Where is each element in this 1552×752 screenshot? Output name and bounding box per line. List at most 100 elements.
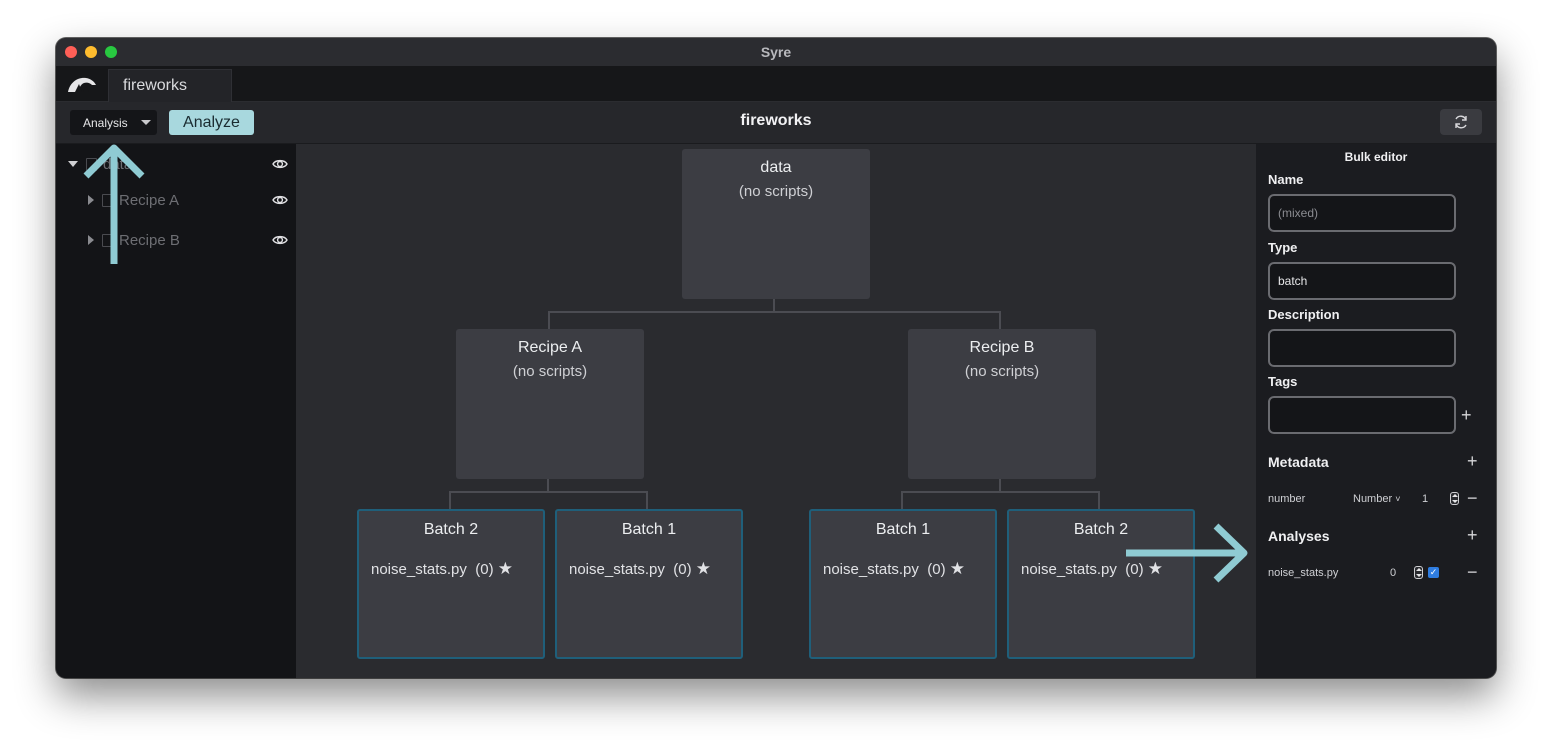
type-input[interactable]: batch bbox=[1268, 262, 1456, 300]
star-icon[interactable]: ★ bbox=[497, 559, 513, 578]
graph-edge bbox=[773, 294, 775, 312]
analyses-section-title: Analyses bbox=[1268, 528, 1330, 544]
graph-node-batch[interactable]: Batch 1 noise_stats.py (0) ★ bbox=[555, 509, 743, 659]
tree-item-label: data bbox=[103, 155, 133, 173]
chevron-down-icon bbox=[141, 120, 151, 125]
graph-edge bbox=[999, 311, 1001, 329]
chevron-down-icon[interactable] bbox=[68, 161, 78, 167]
graph-node-data[interactable]: data (no scripts) bbox=[682, 149, 870, 299]
graph-edge bbox=[1098, 491, 1100, 509]
graph-node-batch[interactable]: Batch 2 noise_stats.py (0) ★ bbox=[1007, 509, 1195, 659]
mode-select[interactable]: Analysis bbox=[70, 110, 157, 135]
graph-edge bbox=[901, 491, 1099, 493]
chevron-down-icon: ˅ bbox=[1395, 494, 1401, 504]
metadata-section-title: Metadata bbox=[1268, 454, 1329, 470]
tab-fireworks[interactable]: fireworks bbox=[108, 69, 232, 102]
graph-edge bbox=[547, 474, 549, 492]
graph-edge bbox=[646, 491, 648, 509]
folder-icon bbox=[102, 193, 113, 207]
remove-analysis-button[interactable]: − bbox=[1467, 562, 1478, 582]
stepper-icon[interactable] bbox=[1450, 492, 1459, 505]
tags-input[interactable] bbox=[1268, 396, 1456, 434]
eye-icon[interactable] bbox=[272, 232, 288, 248]
metadata-value[interactable]: 1 bbox=[1422, 493, 1429, 505]
zoom-window-button[interactable] bbox=[105, 46, 117, 58]
node-subtitle: (no scripts) bbox=[738, 183, 814, 200]
graph-canvas[interactable]: data (no scripts) Recipe A (no scripts) … bbox=[296, 144, 1256, 678]
associated-script[interactable]: noise_stats.py (0) ★ bbox=[823, 559, 965, 579]
script-name: noise_stats.py bbox=[1021, 561, 1117, 578]
analysis-priority[interactable]: 0 bbox=[1390, 567, 1397, 579]
star-icon[interactable]: ★ bbox=[949, 559, 965, 578]
star-icon[interactable]: ★ bbox=[695, 559, 711, 578]
node-title: Recipe B bbox=[969, 339, 1035, 356]
script-name: noise_stats.py bbox=[371, 561, 467, 578]
add-tag-button[interactable]: + bbox=[1461, 405, 1472, 425]
node-subtitle: (no scripts) bbox=[964, 363, 1040, 380]
description-label: Description bbox=[1268, 307, 1340, 322]
script-name: noise_stats.py bbox=[569, 561, 665, 578]
project-title: fireworks bbox=[740, 112, 812, 129]
refresh-button[interactable] bbox=[1440, 109, 1482, 135]
tab-bar: fireworks bbox=[56, 66, 1496, 102]
analyze-button[interactable]: Analyze bbox=[169, 110, 254, 135]
graph-node-recipe-b[interactable]: Recipe B (no scripts) bbox=[908, 329, 1096, 479]
metadata-type-select[interactable]: Number ˅ bbox=[1353, 493, 1400, 505]
minimize-window-button[interactable] bbox=[85, 46, 97, 58]
title-bar: Syre bbox=[56, 38, 1496, 66]
graph-edge bbox=[449, 491, 451, 509]
analysis-autorun-checkbox[interactable]: ✓ bbox=[1428, 567, 1439, 578]
node-subtitle: (no scripts) bbox=[512, 363, 588, 380]
node-title: Batch 1 bbox=[621, 521, 677, 538]
node-title: Batch 1 bbox=[875, 521, 931, 538]
window-controls bbox=[65, 46, 117, 58]
graph-node-recipe-a[interactable]: Recipe A (no scripts) bbox=[456, 329, 644, 479]
associated-script[interactable]: noise_stats.py (0) ★ bbox=[371, 559, 513, 579]
panel-title: Bulk editor bbox=[1344, 150, 1408, 164]
node-title: data bbox=[760, 159, 792, 176]
script-count: (0) bbox=[475, 561, 494, 578]
tree-item-recipe-b[interactable]: Recipe B bbox=[56, 226, 296, 254]
project-tree-sidebar: data Recipe A Recipe B bbox=[56, 144, 296, 678]
node-title: Batch 2 bbox=[1073, 521, 1129, 538]
close-window-button[interactable] bbox=[65, 46, 77, 58]
tab-label: fireworks bbox=[123, 77, 188, 94]
name-label: Name bbox=[1268, 172, 1304, 187]
refresh-icon bbox=[1455, 115, 1467, 129]
analysis-name: noise_stats.py bbox=[1268, 567, 1339, 579]
folder-icon bbox=[102, 233, 113, 247]
tree-item-root[interactable]: data bbox=[56, 150, 296, 178]
script-count: (0) bbox=[673, 561, 692, 578]
graph-edge bbox=[999, 474, 1001, 492]
associated-script[interactable]: noise_stats.py (0) ★ bbox=[1021, 559, 1163, 579]
bulk-editor-panel: Bulk editor Name (mixed) Type batch Desc… bbox=[1256, 144, 1496, 678]
metadata-key[interactable]: number bbox=[1268, 493, 1306, 505]
script-name: noise_stats.py bbox=[823, 561, 919, 578]
name-input[interactable]: (mixed) bbox=[1268, 194, 1456, 232]
type-label: Type bbox=[1268, 240, 1298, 255]
window-title: Syre bbox=[760, 44, 792, 60]
graph-edge bbox=[548, 311, 550, 329]
script-count: (0) bbox=[927, 561, 946, 578]
add-analysis-button[interactable]: + bbox=[1467, 525, 1478, 545]
tree-item-recipe-a[interactable]: Recipe A bbox=[56, 186, 296, 214]
app-window: Syre fireworks Analysis Analyze firework… bbox=[56, 38, 1496, 678]
description-input[interactable] bbox=[1268, 329, 1456, 367]
eye-icon[interactable] bbox=[272, 156, 288, 172]
stepper-icon[interactable] bbox=[1414, 566, 1423, 579]
graph-node-batch[interactable]: Batch 1 noise_stats.py (0) ★ bbox=[809, 509, 997, 659]
mode-select-value: Analysis bbox=[83, 115, 128, 130]
tree-item-label: Recipe B bbox=[119, 231, 180, 249]
remove-metadata-button[interactable]: − bbox=[1467, 488, 1478, 508]
graph-edge bbox=[548, 311, 1000, 313]
caret-right-icon[interactable] bbox=[88, 195, 94, 205]
caret-right-icon[interactable] bbox=[88, 235, 94, 245]
app-logo-icon[interactable] bbox=[66, 74, 98, 94]
add-metadata-button[interactable]: + bbox=[1467, 451, 1478, 471]
graph-edge bbox=[901, 491, 903, 509]
graph-node-batch[interactable]: Batch 2 noise_stats.py (0) ★ bbox=[357, 509, 545, 659]
star-icon[interactable]: ★ bbox=[1147, 559, 1163, 578]
eye-icon[interactable] bbox=[272, 192, 288, 208]
script-count: (0) bbox=[1125, 561, 1144, 578]
associated-script[interactable]: noise_stats.py (0) ★ bbox=[569, 559, 711, 579]
